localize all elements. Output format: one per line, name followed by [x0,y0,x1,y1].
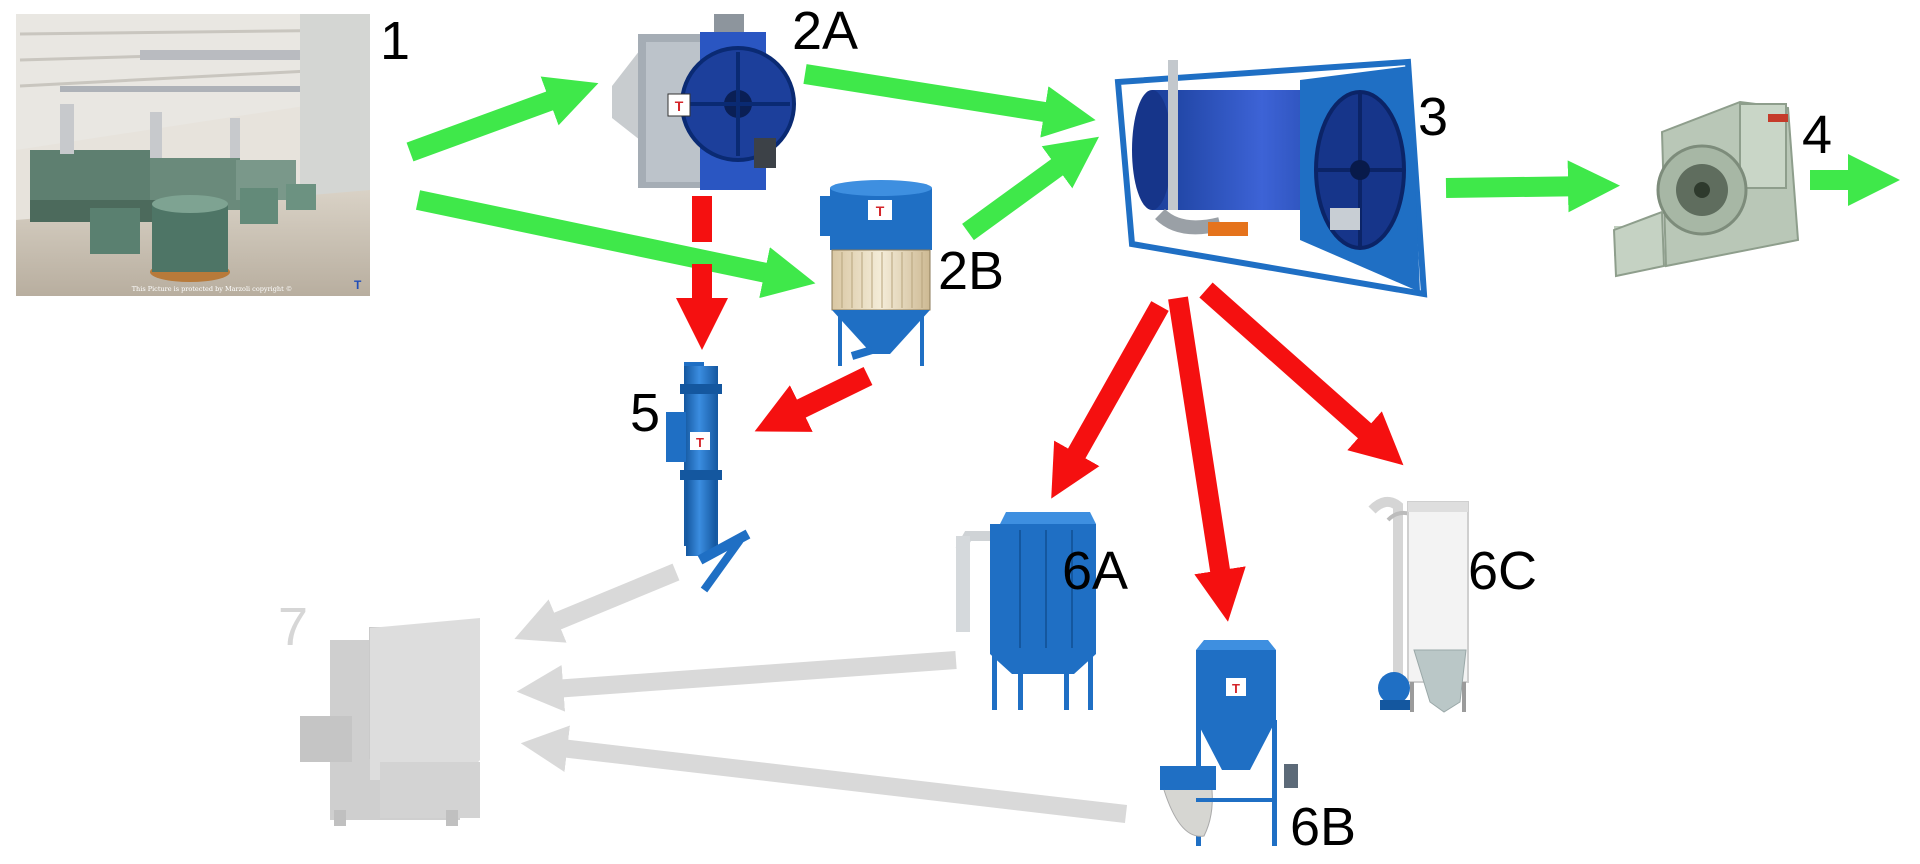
label-6c: 6C [1468,541,1538,601]
photo-logo: T [354,278,362,292]
air-flow-arrow-2b-to-3 [962,136,1100,241]
photo-copyright-caption: This Picture is protected by Marzoli cop… [132,285,293,293]
label-7: 7 [278,597,309,657]
return-arrow-6b-to-7 [520,725,1128,823]
cyclone-collector-6c [1368,496,1469,713]
label-6b: 6B [1290,797,1357,857]
air-flow-arrow-1-to-2a [406,76,599,162]
air-flow-arrow-3-to-4 [1445,160,1620,213]
bag-filter-6a [955,512,1096,710]
label-6a: 6A [1062,541,1129,601]
dust-separator-5: T [666,362,751,593]
label-4: 4 [1802,105,1833,165]
waste-flow-arrow-3-to-6c [1199,282,1404,466]
logo-2a: T [675,98,684,114]
logo-6b: T [1232,681,1240,696]
waste-flow-arrow-2b-to-5 [754,367,873,432]
baler-7 [300,618,480,826]
centrifugal-fan-4 [1612,100,1800,278]
logo-5: T [696,435,704,450]
waste-flow-arrow-3-to-6b [1168,296,1246,622]
drum-filter-3 [1114,58,1428,298]
air-flow-arrow-2a-to-3 [803,64,1096,138]
label-2a: 2A [792,1,859,61]
waste-flow-arrow-3-to-6a [1051,301,1169,499]
cylindrical-filter-2b: T [820,180,932,366]
return-arrow-5-to-7 [514,563,680,643]
air-flow-arrow-1-to-2b [415,190,816,299]
label-1: 1 [380,11,411,71]
label-3: 3 [1418,87,1449,147]
spinning-mill-photo: This Picture is protected by Marzoli cop… [16,14,370,296]
label-2b: 2B [938,241,1005,301]
return-arrow-6a-to-7 [516,651,957,712]
rotary-filter-2a: T [612,14,796,190]
cartridge-filter-6b: T [1160,640,1298,846]
label-5: 5 [630,383,661,443]
logo-2b: T [876,203,885,219]
